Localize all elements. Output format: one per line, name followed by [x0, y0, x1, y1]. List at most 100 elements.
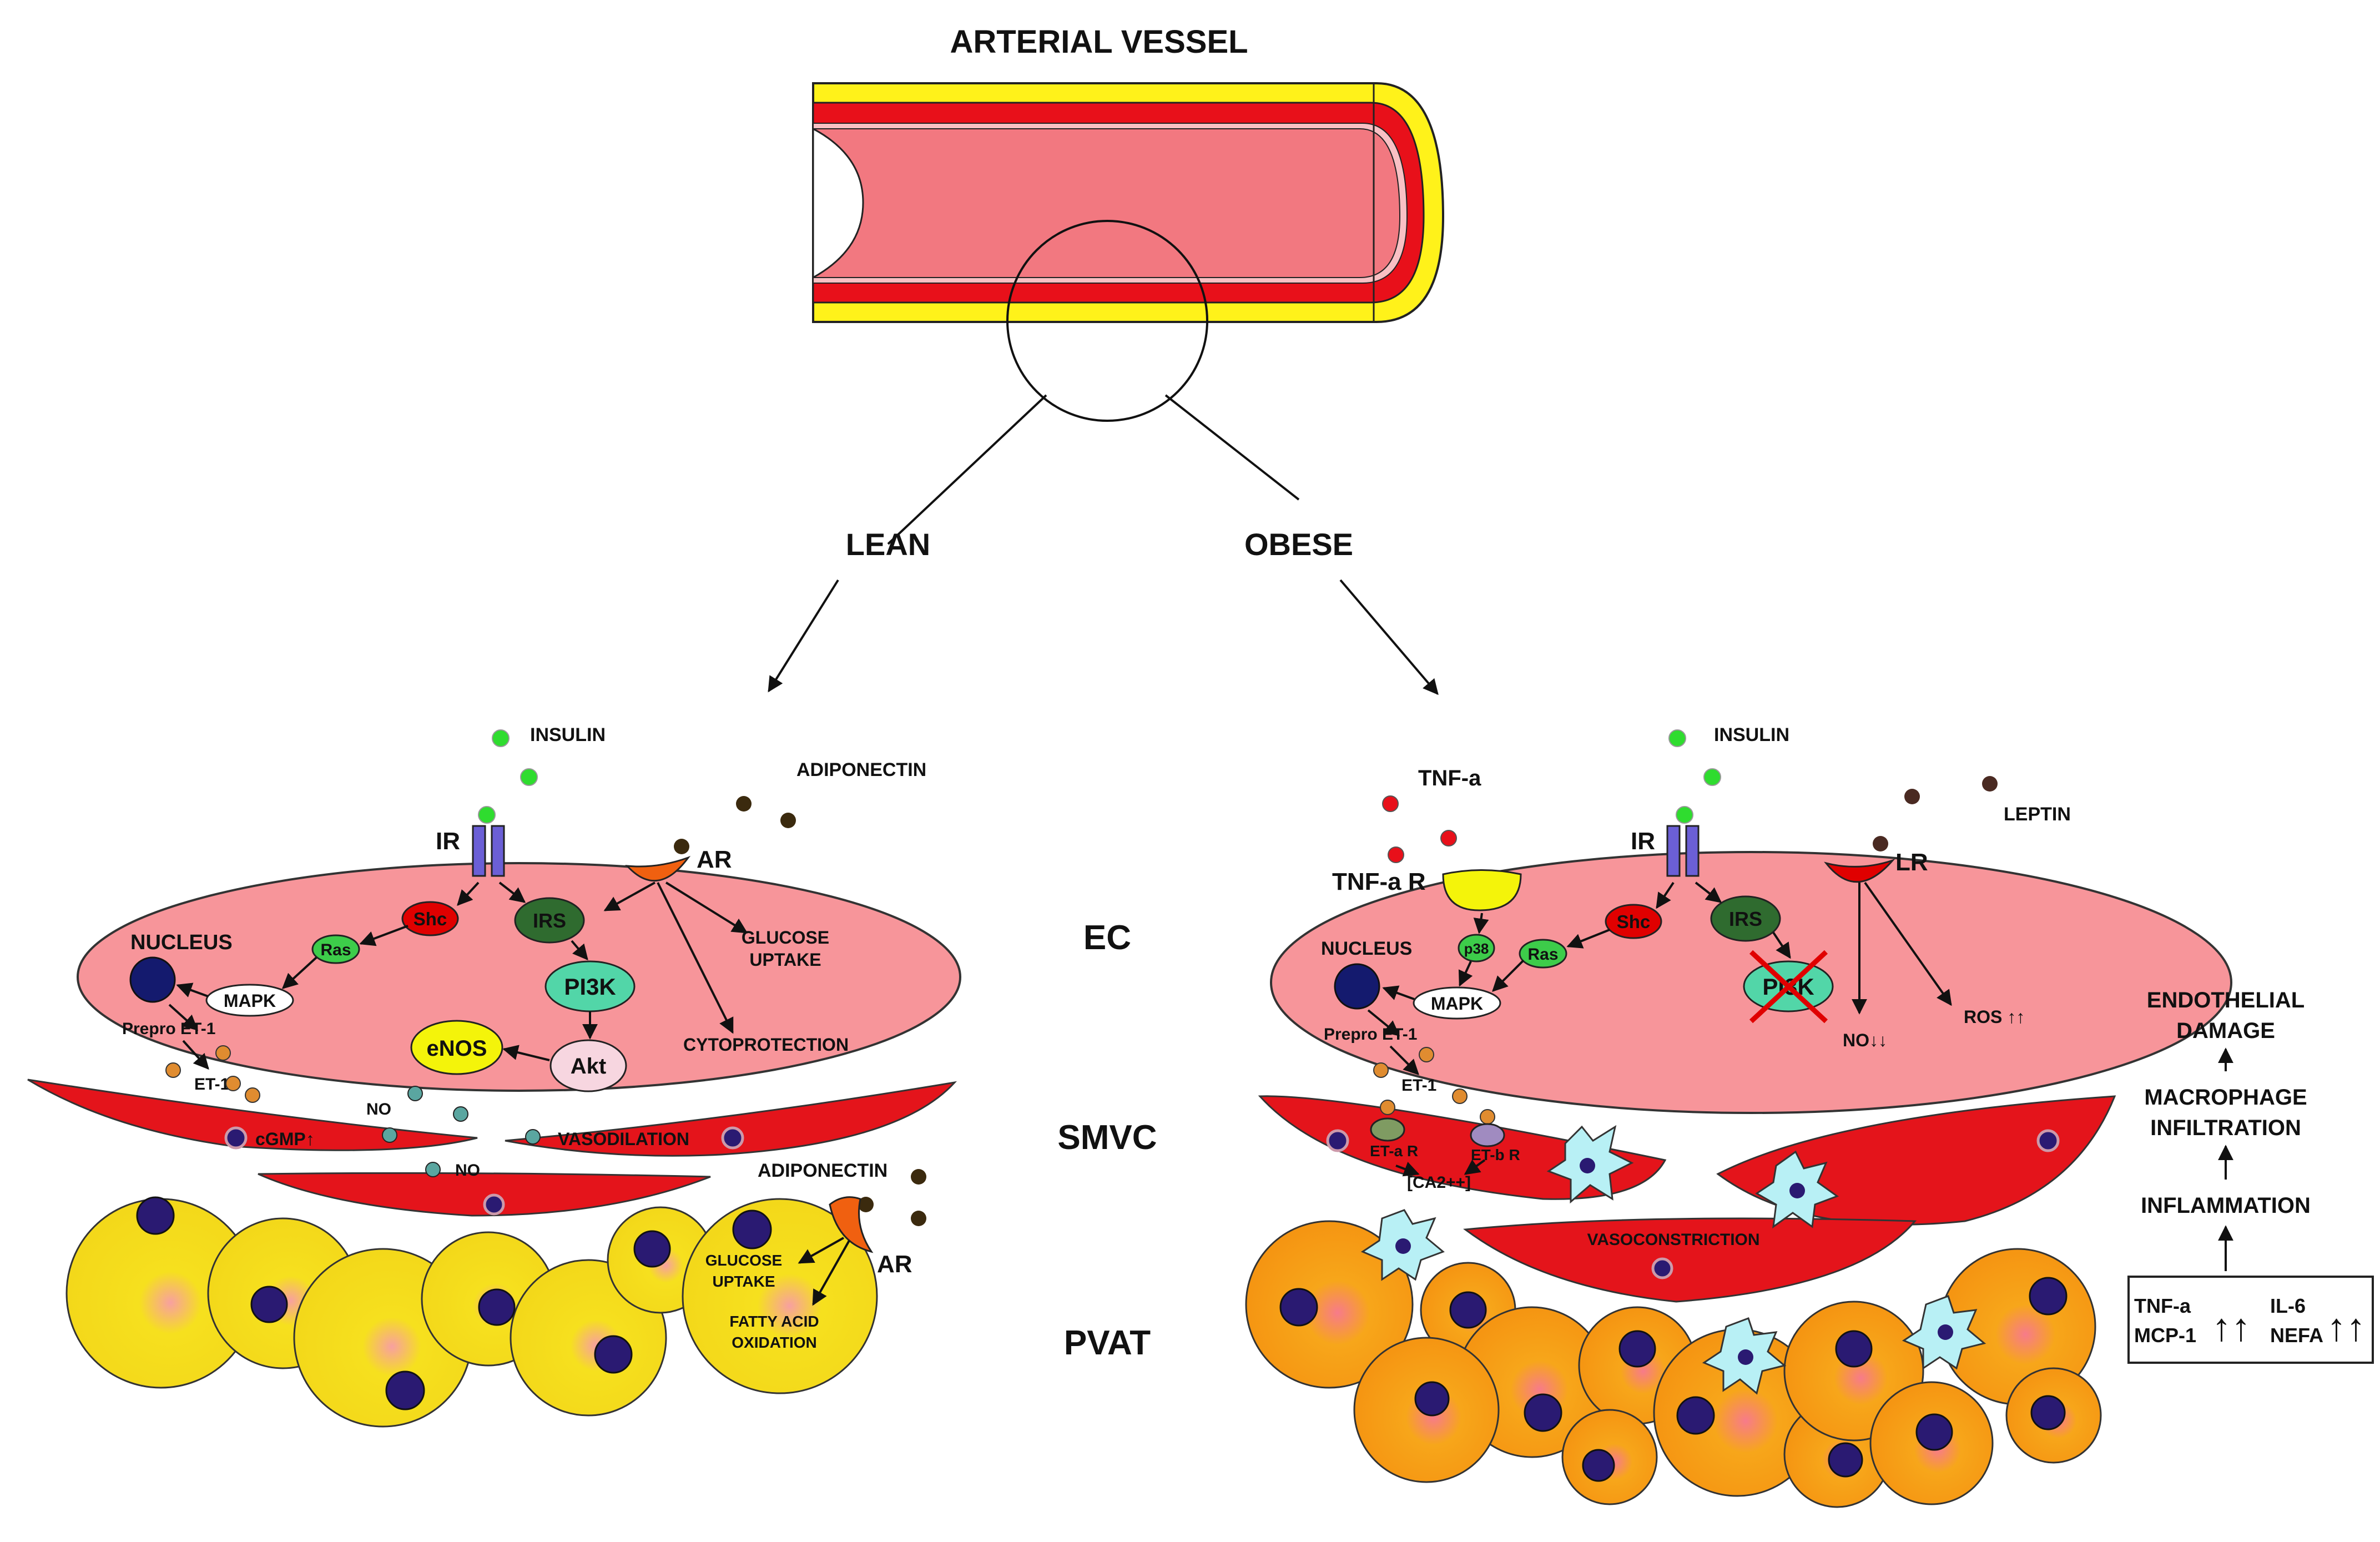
- lean-adiponectin-label: ADIPONECTIN: [796, 759, 926, 780]
- leptin-receptor: [1824, 858, 1895, 883]
- insulin-dot: [478, 806, 496, 824]
- obese-ras-label: Ras: [1527, 945, 1558, 964]
- pvat-fatty-1: FATTY ACID: [729, 1313, 819, 1330]
- obese-label: OBESE: [1244, 527, 1353, 562]
- lean-nucleus-label: NUCLEUS: [130, 931, 233, 954]
- box-arrows-left: ↑↑: [2212, 1306, 2251, 1349]
- tnfa-receptor: [1442, 869, 1522, 911]
- pvat-glucose-2: UPTAKE: [712, 1273, 775, 1290]
- obese-leptin-label: LEPTIN: [2004, 804, 2071, 825]
- pvat-glucose-1: GLUCOSE: [705, 1252, 782, 1269]
- lean-glucose-1: GLUCOSE: [742, 928, 829, 948]
- lean-ir-label: IR: [436, 828, 460, 855]
- lean-mapk: [205, 984, 294, 1017]
- box-arrows-right: ↑↑: [2327, 1306, 2366, 1349]
- obese-mapk-label: MAPK: [1431, 994, 1483, 1014]
- obese-ras: [1519, 939, 1567, 969]
- box-nefa: NEFA: [2270, 1324, 2323, 1347]
- lean-ar-label: AR: [697, 846, 732, 873]
- lean-et1: ET-1: [194, 1075, 229, 1093]
- lean-glucose-2: UPTAKE: [749, 950, 821, 970]
- pvat-ar-receptor: [829, 1196, 874, 1253]
- cytokine-box: [2127, 1276, 2374, 1364]
- lean-label: LEAN: [846, 527, 930, 562]
- obese-p38: [1458, 934, 1495, 963]
- lean-mapk-label: MAPK: [224, 991, 276, 1011]
- obese-p38-label: p38: [1464, 940, 1489, 957]
- obese-ir-right: [1685, 825, 1700, 877]
- arterial-vessel: [812, 82, 1445, 323]
- lean-nucleus: [129, 956, 176, 1003]
- lean-shc: [401, 901, 459, 936]
- ar-receptor: [625, 855, 691, 882]
- obese-ir-label: IR: [1631, 828, 1655, 855]
- box-tnfa: TNF-a: [2134, 1294, 2191, 1317]
- obese-tnfar-label: TNF-a R: [1332, 868, 1426, 895]
- lean-adiponectin-2: ADIPONECTIN: [758, 1160, 888, 1181]
- lean-shc-label: Shc: [414, 909, 447, 929]
- lean-ras: [311, 934, 360, 964]
- obese-etar: ET-a R: [1370, 1142, 1418, 1160]
- obese-irs: [1710, 895, 1781, 942]
- zoom-circle: [1006, 220, 1208, 422]
- lean-irs: [514, 897, 585, 944]
- lean-enos: [410, 1020, 503, 1075]
- lean-cgmp: cGMP↑: [255, 1129, 315, 1149]
- lean-ras-label: Ras: [320, 941, 351, 959]
- ir-receptor-left: [472, 825, 486, 877]
- obese-prepro: Prepro ET-1: [1324, 1025, 1417, 1044]
- lean-prepro: Prepro ET-1: [122, 1020, 215, 1038]
- obese-shc-label: Shc: [1617, 911, 1651, 932]
- obese-shc: [1605, 904, 1662, 939]
- cascade-damage-1: ENDOTHELIAL: [2147, 988, 2305, 1012]
- pvat-fatty-2: OXIDATION: [732, 1334, 816, 1351]
- obese-pvat: [1245, 1220, 2102, 1508]
- lean-ar2-label: AR: [877, 1251, 912, 1278]
- obese-irs-label: IRS: [1729, 908, 1762, 930]
- pi3k-blocked-cross: [1749, 950, 1828, 1024]
- obese-panel: INSULIN TNF-a TNF-a R LEPTIN IR LR NUCLE…: [1245, 724, 2374, 1508]
- layer-smvc: SMVC: [1057, 1118, 1157, 1157]
- obese-ros: ROS ↑↑: [1964, 1007, 2025, 1027]
- obese-et1: ET-1: [1401, 1076, 1436, 1095]
- obese-mapk: [1413, 986, 1501, 1020]
- lean-vasodilation: VASODILATION: [558, 1129, 689, 1149]
- lean-no-2: NO: [455, 1161, 480, 1180]
- cascade-macro-2: INFILTRATION: [2150, 1116, 2301, 1140]
- cascade-inflammation: INFLAMMATION: [2141, 1193, 2311, 1218]
- lean-cytoprotection: CYTOPROTECTION: [683, 1035, 849, 1055]
- layer-ec: EC: [1083, 919, 1131, 957]
- obese-ca: [CA2++]: [1407, 1173, 1471, 1192]
- lean-smc: [27, 1079, 957, 1217]
- layer-pvat: PVAT: [1064, 1324, 1151, 1362]
- lean-panel: INSULIN ADIPONECTIN IR AR NUCLEUS Shc IR…: [27, 724, 961, 1428]
- cascade-macro-1: MACROPHAGE: [2144, 1085, 2307, 1110]
- et-b-receptor: [1470, 1123, 1505, 1147]
- title: ARTERIAL VESSEL: [950, 24, 1248, 60]
- lean-pvat: [65, 1196, 878, 1428]
- ir-receptor-right: [491, 825, 505, 877]
- insulin-dot: [520, 768, 538, 786]
- obese-nucleus-label: NUCLEUS: [1321, 938, 1412, 959]
- obese-ir-left: [1666, 825, 1681, 877]
- insulin-dot: [492, 729, 510, 747]
- lean-enos-label: eNOS: [427, 1036, 487, 1061]
- obese-etbr: ET-b R: [1471, 1146, 1520, 1163]
- obese-tnfa-label: TNF-a: [1418, 766, 1481, 790]
- obese-no: NO↓↓: [1843, 1030, 1887, 1050]
- lean-pi3k-label: PI3K: [564, 974, 616, 1000]
- obese-insulin-label: INSULIN: [1714, 724, 1789, 745]
- lean-no-1: NO: [366, 1100, 391, 1118]
- obese-lr-label: LR: [1895, 849, 1928, 876]
- lean-akt-label: Akt: [571, 1054, 606, 1079]
- lean-irs-label: IRS: [533, 909, 566, 932]
- lean-akt: [549, 1039, 627, 1092]
- box-mcp1: MCP-1: [2134, 1324, 2196, 1347]
- box-il6: IL-6: [2270, 1294, 2306, 1317]
- lean-insulin-label: INSULIN: [530, 724, 606, 745]
- cascade-damage-2: DAMAGE: [2176, 1019, 2275, 1043]
- obese-nucleus: [1334, 963, 1380, 1010]
- et-a-receptor: [1370, 1117, 1405, 1142]
